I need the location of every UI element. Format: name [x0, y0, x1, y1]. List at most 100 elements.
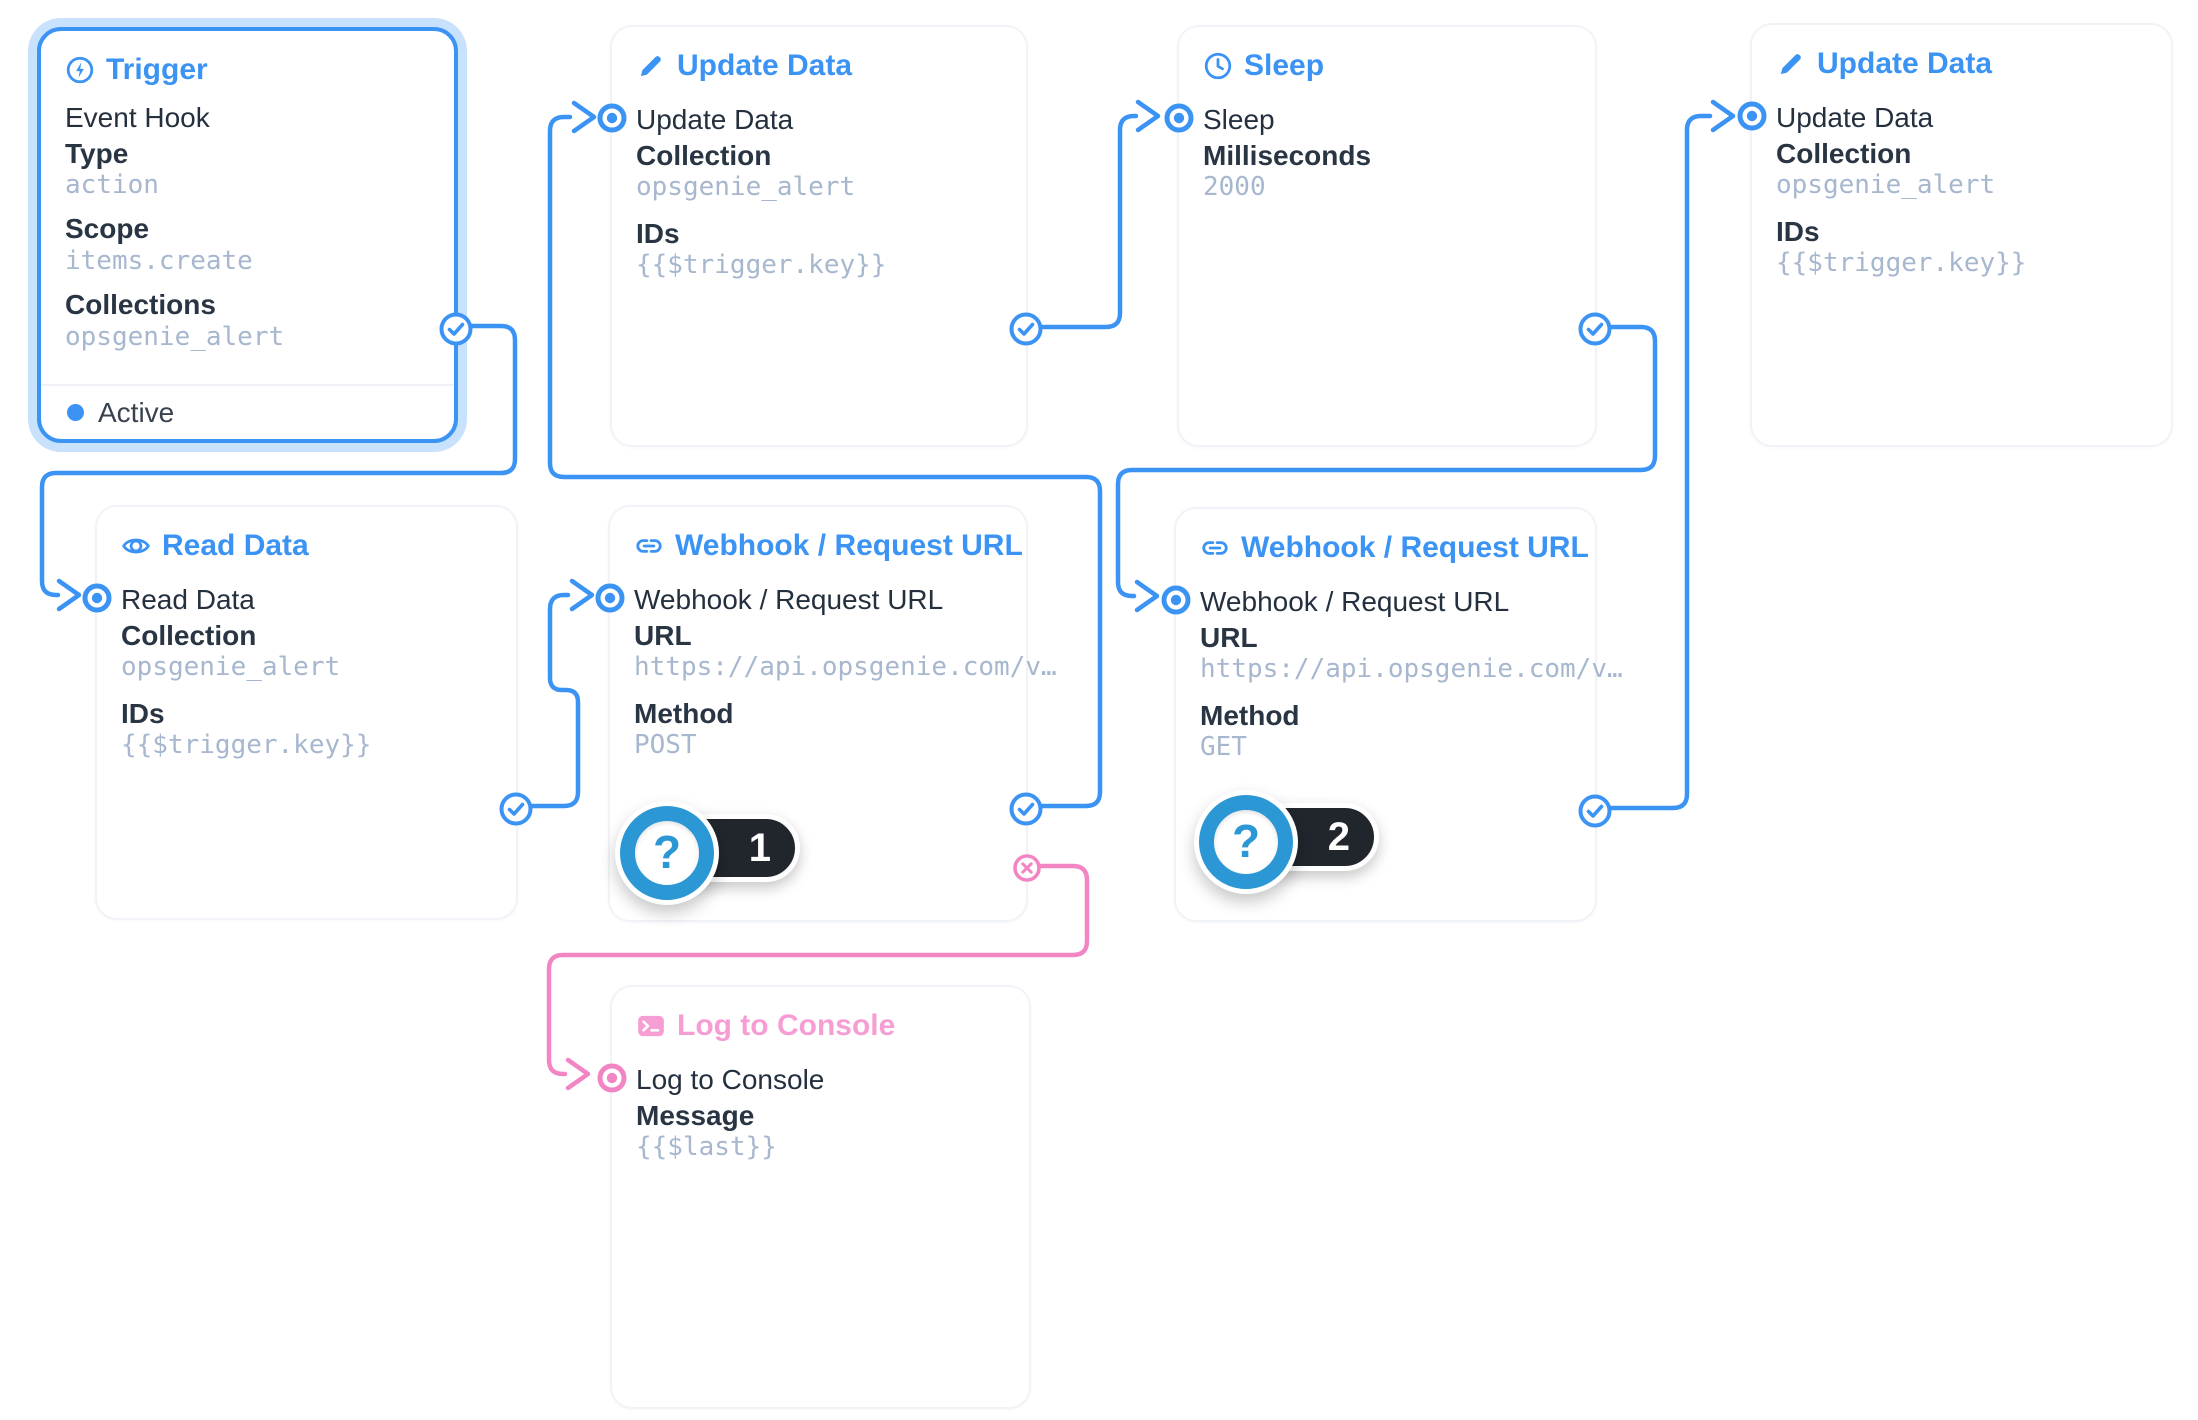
field-value: opsgenie_alert	[65, 322, 285, 352]
edge-arrowhead	[1135, 99, 1161, 133]
node-title-text: Webhook / Request URL	[675, 529, 1023, 562]
edge-update-data-1-to-sleep	[1025, 113, 1139, 330]
edge-arrowhead	[565, 1057, 591, 1091]
field-label: URL	[1200, 622, 1258, 653]
eye-icon	[121, 531, 151, 561]
node-title-text: Update Data	[1817, 47, 1993, 80]
field-label: Collection	[636, 140, 772, 171]
input-handle[interactable]	[595, 101, 629, 135]
field-value: GET	[1200, 732, 1247, 762]
field-value: {{$last}}	[636, 1132, 777, 1162]
node-title: Webhook / Request URL	[634, 529, 1023, 563]
question-status-icon: ?	[615, 801, 719, 905]
field-value: {{$trigger.key}}	[636, 250, 887, 280]
field-label: IDs	[1776, 216, 1820, 247]
pencil-icon	[636, 51, 666, 81]
resolve-handle[interactable]	[1008, 791, 1044, 827]
field-label: Scope	[65, 213, 150, 244]
field-value: action	[65, 170, 159, 200]
node-update-data-2[interactable]: Update Data Update Data Collection opsge…	[1737, 23, 2173, 447]
field-label: Method	[634, 698, 734, 729]
field-value: items.create	[65, 246, 253, 276]
edge-arrowhead	[1134, 579, 1160, 613]
input-handle[interactable]	[80, 581, 114, 615]
field-value: POST	[634, 730, 697, 760]
node-title: Update Data	[1776, 47, 1992, 81]
node-log-to-console[interactable]: Log to Console Log to Console Message {{…	[597, 985, 1031, 1409]
terminal-icon	[636, 1011, 666, 1041]
node-title-text: Trigger	[106, 53, 208, 86]
pencil-icon	[1776, 49, 1806, 79]
operation-name: Update Data	[1776, 102, 1934, 133]
field-value: {{$trigger.key}}	[121, 730, 372, 760]
trigger-status: Active	[41, 384, 454, 439]
edge-webhook-get-to-update-data-2	[1594, 113, 1713, 811]
field-label: Milliseconds	[1203, 140, 1372, 171]
field-label: Type	[65, 138, 129, 169]
operation-name: Update Data	[636, 104, 794, 135]
input-handle[interactable]	[1162, 101, 1196, 135]
node-title: Read Data	[121, 529, 309, 563]
run-count: 2	[1327, 814, 1350, 859]
node-title-text: Read Data	[162, 529, 309, 562]
node-title-text: Sleep	[1244, 49, 1325, 82]
field-value: {{$trigger.key}}	[1776, 248, 2027, 278]
edge-read-data-to-webhook-post	[515, 592, 581, 809]
status-text: Active	[98, 396, 175, 428]
field-value: opsgenie_alert	[636, 172, 856, 202]
resolve-handle[interactable]	[1008, 311, 1044, 347]
resolve-handle[interactable]	[1577, 793, 1613, 829]
node-read-data[interactable]: Read Data Read Data Collection opsgenie_…	[82, 505, 533, 920]
input-handle[interactable]	[593, 581, 627, 615]
edge-trigger-to-read-data	[39, 323, 518, 598]
resolve-handle[interactable]	[498, 791, 534, 827]
resolve-handle[interactable]	[438, 311, 474, 347]
operation-name: Sleep	[1203, 104, 1275, 135]
reject-handle[interactable]	[1012, 853, 1042, 883]
field-label: IDs	[121, 698, 165, 729]
field-value: https://api.opsgenie.com/v…	[1200, 654, 1623, 684]
field-label: Collection	[121, 620, 257, 651]
edge-webhook-post-to-log-to-console	[546, 863, 1090, 1077]
clock-icon	[1203, 51, 1233, 81]
operation-name: Log to Console	[636, 1064, 825, 1095]
field-value: opsgenie_alert	[1776, 170, 1996, 200]
edge-arrowhead	[569, 578, 595, 612]
field-label: IDs	[636, 218, 680, 249]
node-title: Sleep	[1203, 49, 1324, 83]
field-label: URL	[634, 620, 692, 651]
edge-webhook-post-to-update-data-1	[547, 114, 1103, 809]
resolve-handle[interactable]	[1577, 311, 1613, 347]
field-label: Message	[636, 1100, 755, 1131]
question-status-icon: ?	[1194, 790, 1298, 894]
node-trigger[interactable]: Trigger Event Hook Type action Scope ite…	[37, 27, 473, 443]
field-label: Method	[1200, 700, 1300, 731]
operation-name: Read Data	[121, 584, 255, 615]
node-update-data-1[interactable]: Update Data Update Data Collection opsge…	[597, 25, 1043, 447]
operation-name: Webhook / Request URL	[634, 584, 944, 615]
field-value: opsgenie_alert	[121, 652, 341, 682]
run-status-badge: 1 ?	[615, 801, 865, 911]
bolt-circle-icon	[65, 55, 95, 85]
run-status-badge: 2 ?	[1194, 790, 1444, 900]
edge-arrowhead	[56, 578, 82, 612]
input-handle[interactable]	[1735, 99, 1769, 133]
node-title: Webhook / Request URL	[1200, 531, 1589, 565]
link-icon	[634, 531, 664, 561]
field-label: Collections	[65, 289, 216, 320]
edge-sleep-to-webhook-get	[1115, 324, 1658, 599]
node-title: Update Data	[636, 49, 852, 83]
run-count: 1	[748, 825, 771, 870]
field-label: Collection	[1776, 138, 1912, 169]
trigger-type-text: Event Hook	[65, 102, 210, 133]
node-title-text: Update Data	[677, 49, 853, 82]
node-title: Log to Console	[636, 1009, 895, 1043]
operation-name: Webhook / Request URL	[1200, 586, 1510, 617]
input-handle[interactable]	[595, 1061, 629, 1095]
node-sleep[interactable]: Sleep Sleep Milliseconds 2000	[1164, 25, 1612, 447]
node-title-text: Webhook / Request URL	[1241, 531, 1589, 564]
field-value: https://api.opsgenie.com/v…	[634, 652, 1057, 682]
input-handle[interactable]	[1159, 583, 1193, 617]
